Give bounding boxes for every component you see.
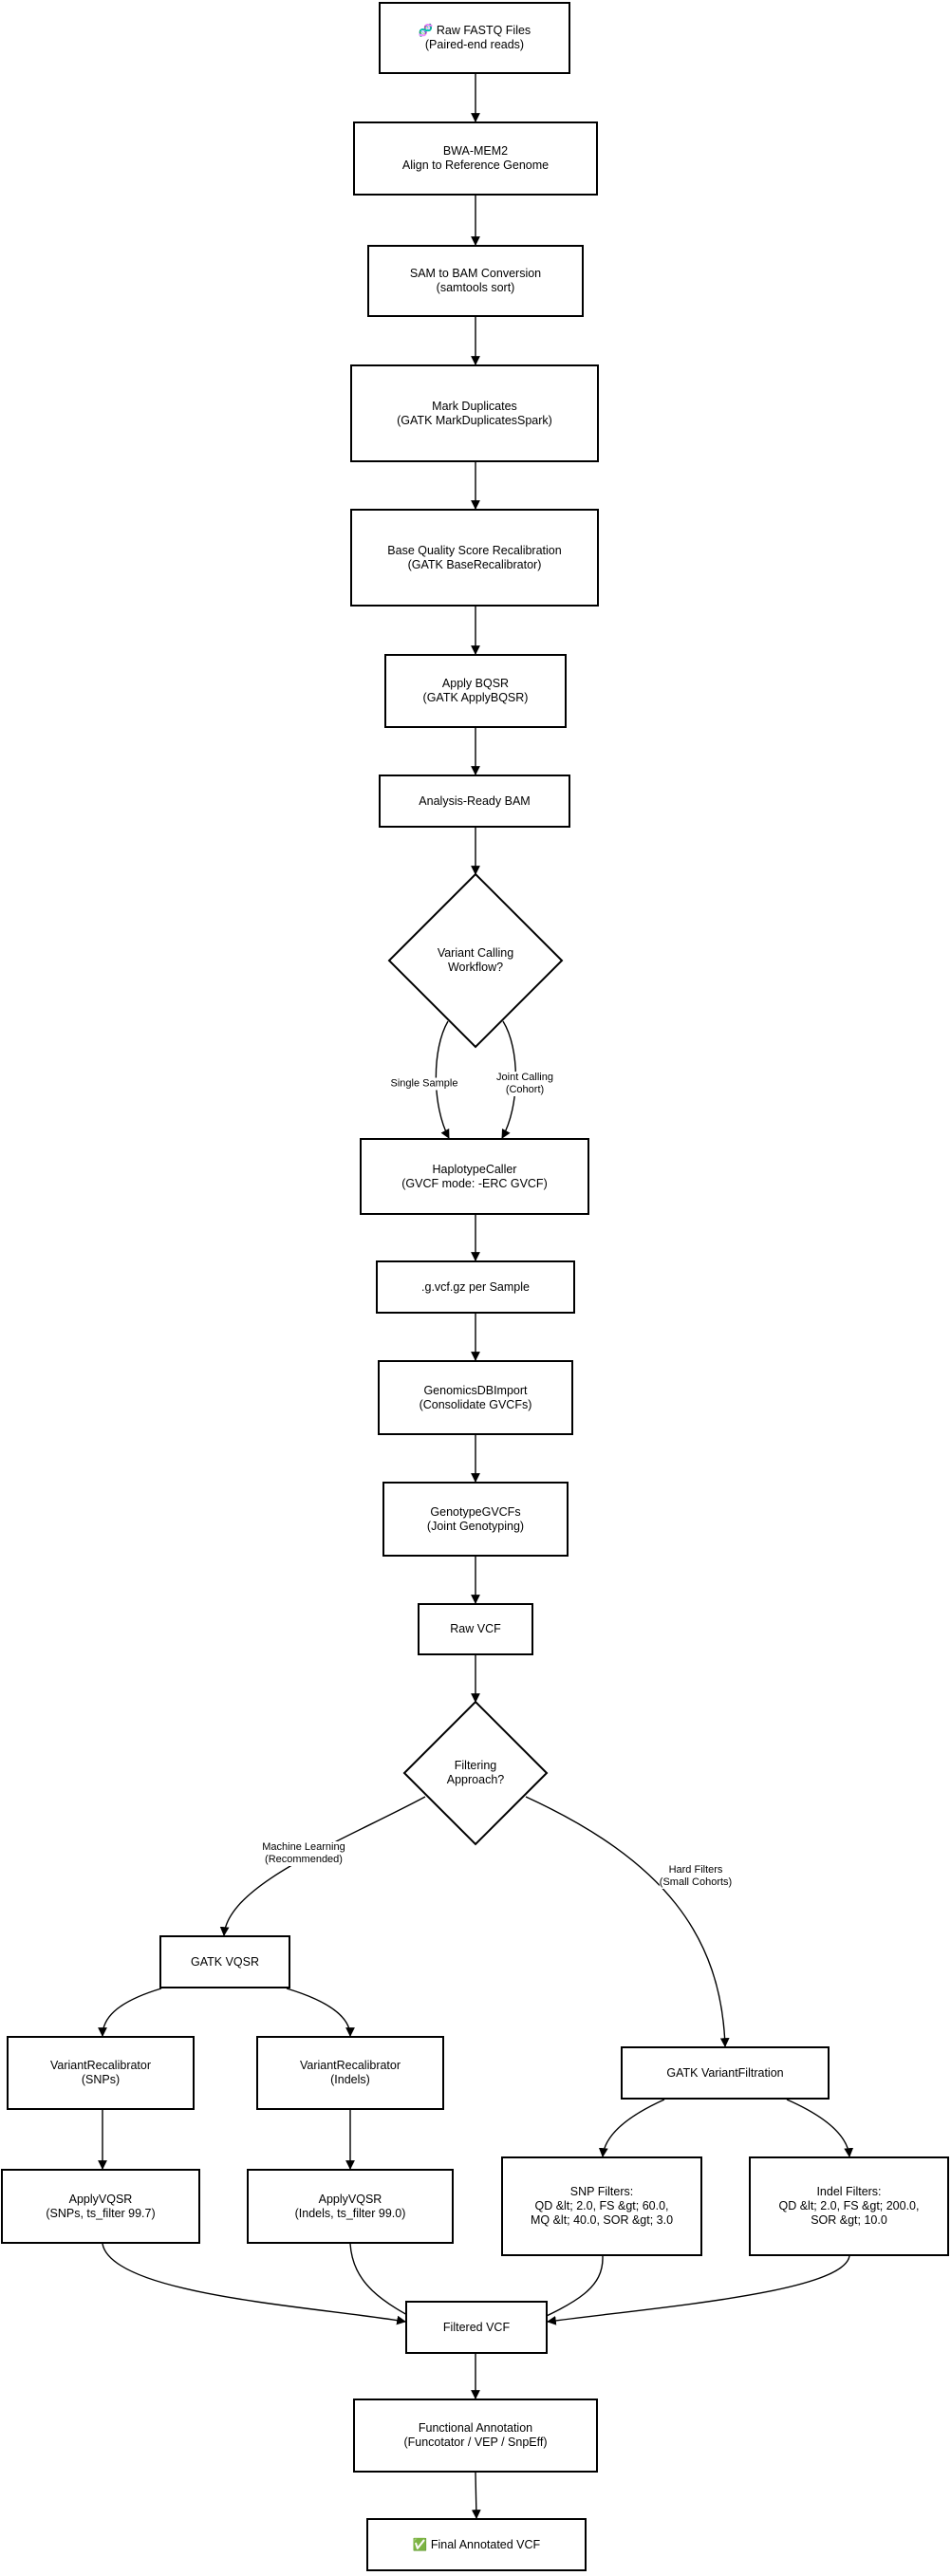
edge-varfilt-indel — [786, 2099, 854, 2157]
filtered-vcf-node: Filtered VCF — [405, 2301, 548, 2354]
bwa-mem2-label: BWA-MEM2 Align to Reference Genome — [401, 144, 550, 172]
final-annotated-vcf-label: ✅ Final Annotated VCF — [412, 2537, 541, 2551]
gvcf-per-sample-node: .g.vcf.gz per Sample — [376, 1260, 575, 1314]
edge-label-machine-learning: Machine Learning (Recommended) — [262, 1841, 345, 1866]
indel-filters-node: Indel Filters: QD &lt; 2.0, FS &gt; 200.… — [749, 2156, 949, 2256]
edge-label-hard-filters: Hard Filters (Small Cohorts) — [659, 1864, 733, 1889]
raw-vcf-node: Raw VCF — [418, 1603, 533, 1655]
haplotypecaller-node: HaplotypeCaller (GVCF mode: -ERC GVCF) — [360, 1138, 589, 1215]
mark-duplicates-label: Mark Duplicates (GATK MarkDuplicatesSpar… — [397, 399, 552, 427]
analysis-ready-bam-label: Analysis-Ready BAM — [419, 793, 531, 808]
applyvqsr-indels-label: ApplyVQSR (Indels, ts_filter 99.0) — [294, 2192, 406, 2220]
apply-bqsr-node: Apply BQSR (GATK ApplyBQSR) — [384, 654, 567, 728]
apply-bqsr-label: Apply BQSR (GATK ApplyBQSR) — [422, 677, 529, 704]
bwa-mem2-node: BWA-MEM2 Align to Reference Genome — [353, 121, 598, 196]
variantrecalibrator-indels-node: VariantRecalibrator (Indels) — [256, 2036, 444, 2110]
genomicsdbimport-node: GenomicsDBImport (Consolidate GVCFs) — [378, 1360, 573, 1435]
filtered-vcf-label: Filtered VCF — [442, 2320, 511, 2334]
genomicsdbimport-label: GenomicsDBImport (Consolidate GVCFs) — [419, 1383, 532, 1411]
applyvqsr-indels-node: ApplyVQSR (Indels, ts_filter 99.0) — [247, 2169, 454, 2244]
edge-vqsr-vrindels — [286, 1988, 355, 2037]
analysis-ready-bam-node: Analysis-Ready BAM — [379, 775, 570, 828]
gatk-vqsr-label: GATK VQSR — [190, 1954, 259, 1969]
haplotypecaller-label: HaplotypeCaller (GVCF mode: -ERC GVCF) — [401, 1162, 548, 1190]
edge-indelfilters-filtered — [547, 2255, 850, 2325]
snp-filters-label: SNP Filters: QD &lt; 2.0, FS &gt; 60.0, … — [530, 2185, 674, 2227]
variantrecalibrator-snps-label: VariantRecalibrator (SNPs) — [49, 2059, 152, 2086]
raw-fastq-label: 🧬 Raw FASTQ Files (Paired-end reads) — [418, 24, 531, 51]
variant-calling-decision-shape — [387, 872, 564, 1049]
final-annotated-vcf-node: ✅ Final Annotated VCF — [366, 2518, 587, 2571]
variantrecalibrator-indels-label: VariantRecalibrator (Indels) — [299, 2059, 401, 2086]
applyvqsr-snps-label: ApplyVQSR (SNPs, ts_filter 99.7) — [46, 2192, 156, 2220]
bqsr-node: Base Quality Score Recalibration (GATK B… — [350, 509, 599, 607]
bqsr-label: Base Quality Score Recalibration (GATK B… — [387, 543, 562, 571]
raw-fastq-node: 🧬 Raw FASTQ Files (Paired-end reads) — [379, 2, 570, 74]
applyvqsr-snps-node: ApplyVQSR (SNPs, ts_filter 99.7) — [1, 2169, 200, 2244]
edge-vqsr-vrsnps — [98, 1988, 162, 2037]
edge-label-joint-calling: Joint Calling (Cohort) — [496, 1072, 553, 1096]
edge-machine-learning — [219, 1796, 426, 1936]
functional-annotation-node: Functional Annotation (Funcotator / VEP … — [353, 2399, 598, 2473]
mark-duplicates-node: Mark Duplicates (GATK MarkDuplicatesSpar… — [350, 364, 599, 462]
edge-label-single-sample: Single Sample — [390, 1077, 458, 1091]
genotypegvcfs-node: GenotypeGVCFs (Joint Genotyping) — [382, 1482, 569, 1557]
filtering-decision-shape — [402, 1700, 549, 1846]
edge-hard-filters — [525, 1796, 730, 2047]
sam-bam-label: SAM to BAM Conversion (samtools sort) — [409, 267, 542, 294]
genotypegvcfs-label: GenotypeGVCFs (Joint Genotyping) — [426, 1504, 525, 1533]
snp-filters-node: SNP Filters: QD &lt; 2.0, FS &gt; 60.0, … — [501, 2156, 702, 2256]
sam-bam-node: SAM to BAM Conversion (samtools sort) — [367, 245, 584, 317]
raw-vcf-label: Raw VCF — [450, 1622, 501, 1635]
variantrecalibrator-snps-node: VariantRecalibrator (SNPs) — [7, 2036, 195, 2110]
edge-applysnps-filtered — [102, 2243, 406, 2325]
gatk-variantfiltration-node: GATK VariantFiltration — [621, 2046, 830, 2100]
gvcf-per-sample-label: .g.vcf.gz per Sample — [421, 1279, 530, 1294]
gatk-variantfiltration-label: GATK VariantFiltration — [666, 2065, 784, 2080]
edge-varfilt-snp — [598, 2099, 665, 2157]
indel-filters-label: Indel Filters: QD &lt; 2.0, FS &gt; 200.… — [778, 2185, 920, 2227]
functional-annotation-label: Functional Annotation (Funcotator / VEP … — [403, 2421, 548, 2449]
gatk-vqsr-node: GATK VQSR — [159, 1935, 290, 1988]
